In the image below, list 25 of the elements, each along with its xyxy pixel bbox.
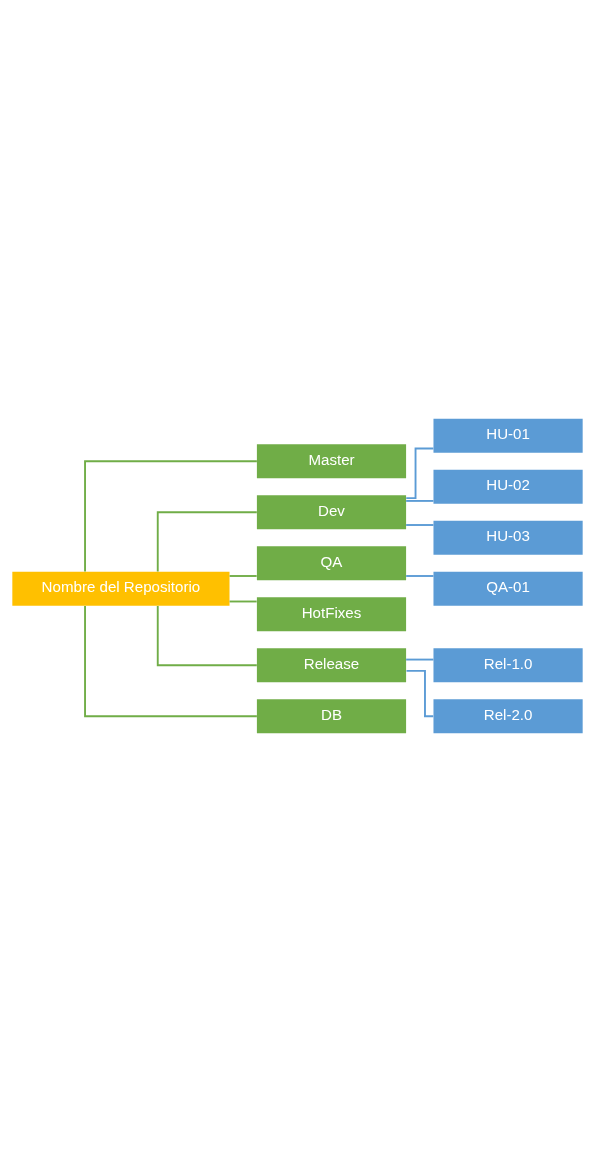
node-box: QA	[256, 545, 407, 580]
node-box: HU-03	[433, 520, 583, 555]
node-box: Release	[256, 647, 407, 682]
node-box: Dev	[256, 494, 407, 529]
node-box: Master	[256, 443, 407, 478]
connector	[405, 574, 435, 577]
connector	[156, 604, 258, 666]
connector	[228, 574, 258, 577]
connector	[84, 604, 258, 717]
node-box: Nombre del Repositorio	[12, 571, 230, 606]
connector	[405, 447, 435, 499]
connector	[156, 510, 258, 572]
connector	[405, 499, 435, 502]
node-box: HU-01	[433, 418, 583, 453]
node-box: HotFixes	[256, 596, 407, 631]
connector	[405, 658, 435, 660]
connector	[405, 669, 435, 717]
connector	[228, 600, 258, 602]
node-box: HU-02	[433, 469, 583, 504]
connector	[405, 523, 435, 526]
node-box: QA-01	[433, 571, 583, 606]
node-box: Rel-2.0	[433, 698, 583, 733]
connector	[84, 459, 258, 572]
node-box: DB	[256, 698, 407, 733]
node-box: Rel-1.0	[433, 647, 583, 682]
